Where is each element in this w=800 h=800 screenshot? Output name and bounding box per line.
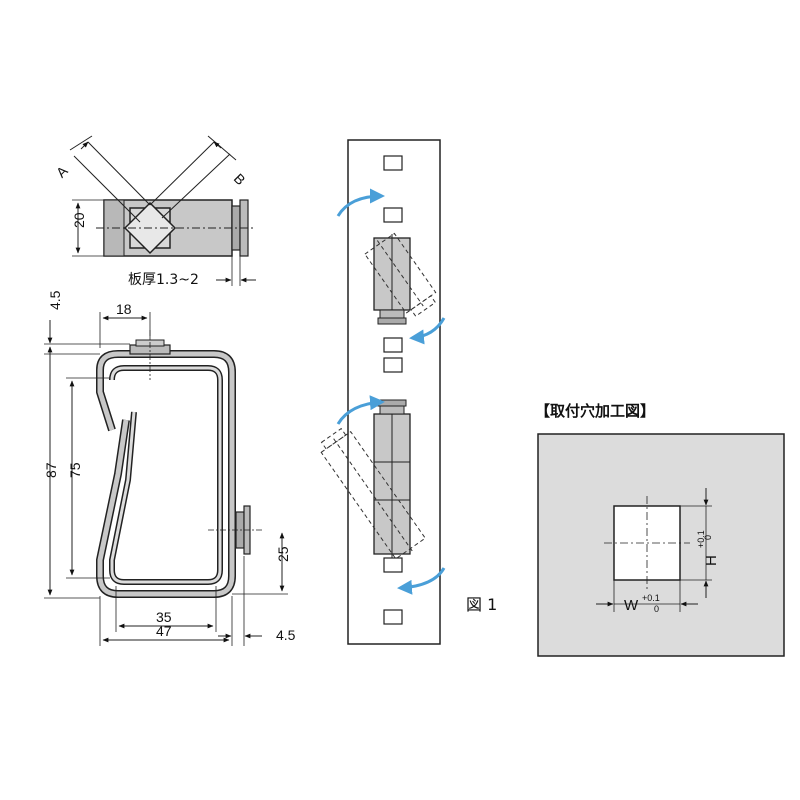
panel-hole xyxy=(383,155,403,171)
rotate-arrow-3 xyxy=(336,395,385,425)
dim-knob-offset: 4.5 xyxy=(276,627,296,643)
rotate-arrow-2 xyxy=(409,317,446,345)
panel-hole xyxy=(383,207,403,223)
plate-thickness-label: 板厚1.3~2 xyxy=(128,272,199,288)
dim-flange: 18 xyxy=(116,301,132,317)
install-view: 図 1 xyxy=(320,139,497,645)
dim-inner-height: 75 xyxy=(67,462,83,478)
hole-drawing-title: 【取付穴加工図】 xyxy=(535,402,655,420)
panel-hole xyxy=(383,557,403,573)
hanger-lower-ghost xyxy=(320,427,426,560)
label-b: B xyxy=(231,170,249,188)
top-view: A B 20 板厚1.3~2 xyxy=(53,135,256,288)
panel-hole xyxy=(383,337,403,353)
hole-drawing: 【取付穴加工図】 H +0.1 0 W +0.1 0 xyxy=(535,402,785,657)
dim-outer-width: 47 xyxy=(156,623,172,639)
figure-label: 図 1 xyxy=(466,595,497,614)
dim-inner-width: 35 xyxy=(156,609,172,625)
side-view: 4.5 18 87 75 25 35 47 4.5 xyxy=(43,290,296,646)
dim-top-offset: 4.5 xyxy=(47,290,63,310)
dim-top-height: 20 xyxy=(71,212,87,228)
dim-hole-w-tol-zero: 0 xyxy=(654,604,659,614)
dim-knob-height: 25 xyxy=(275,546,291,562)
dim-total-height: 87 xyxy=(43,462,59,478)
label-a: A xyxy=(53,162,71,180)
dim-hole-h-tol-plus: +0.1 xyxy=(696,530,706,548)
dim-hole-h-tol-zero: 0 xyxy=(703,535,713,540)
rotate-arrow-1 xyxy=(336,188,385,217)
panel-hole xyxy=(383,357,403,373)
dim-hole-w-tol-plus: +0.1 xyxy=(642,593,660,603)
dim-hole-w: W xyxy=(624,597,639,614)
rotate-arrow-4 xyxy=(397,567,446,595)
hanger-upper-ghost xyxy=(364,232,437,317)
dim-hole-h: H xyxy=(703,555,720,566)
panel-hole xyxy=(383,609,403,625)
